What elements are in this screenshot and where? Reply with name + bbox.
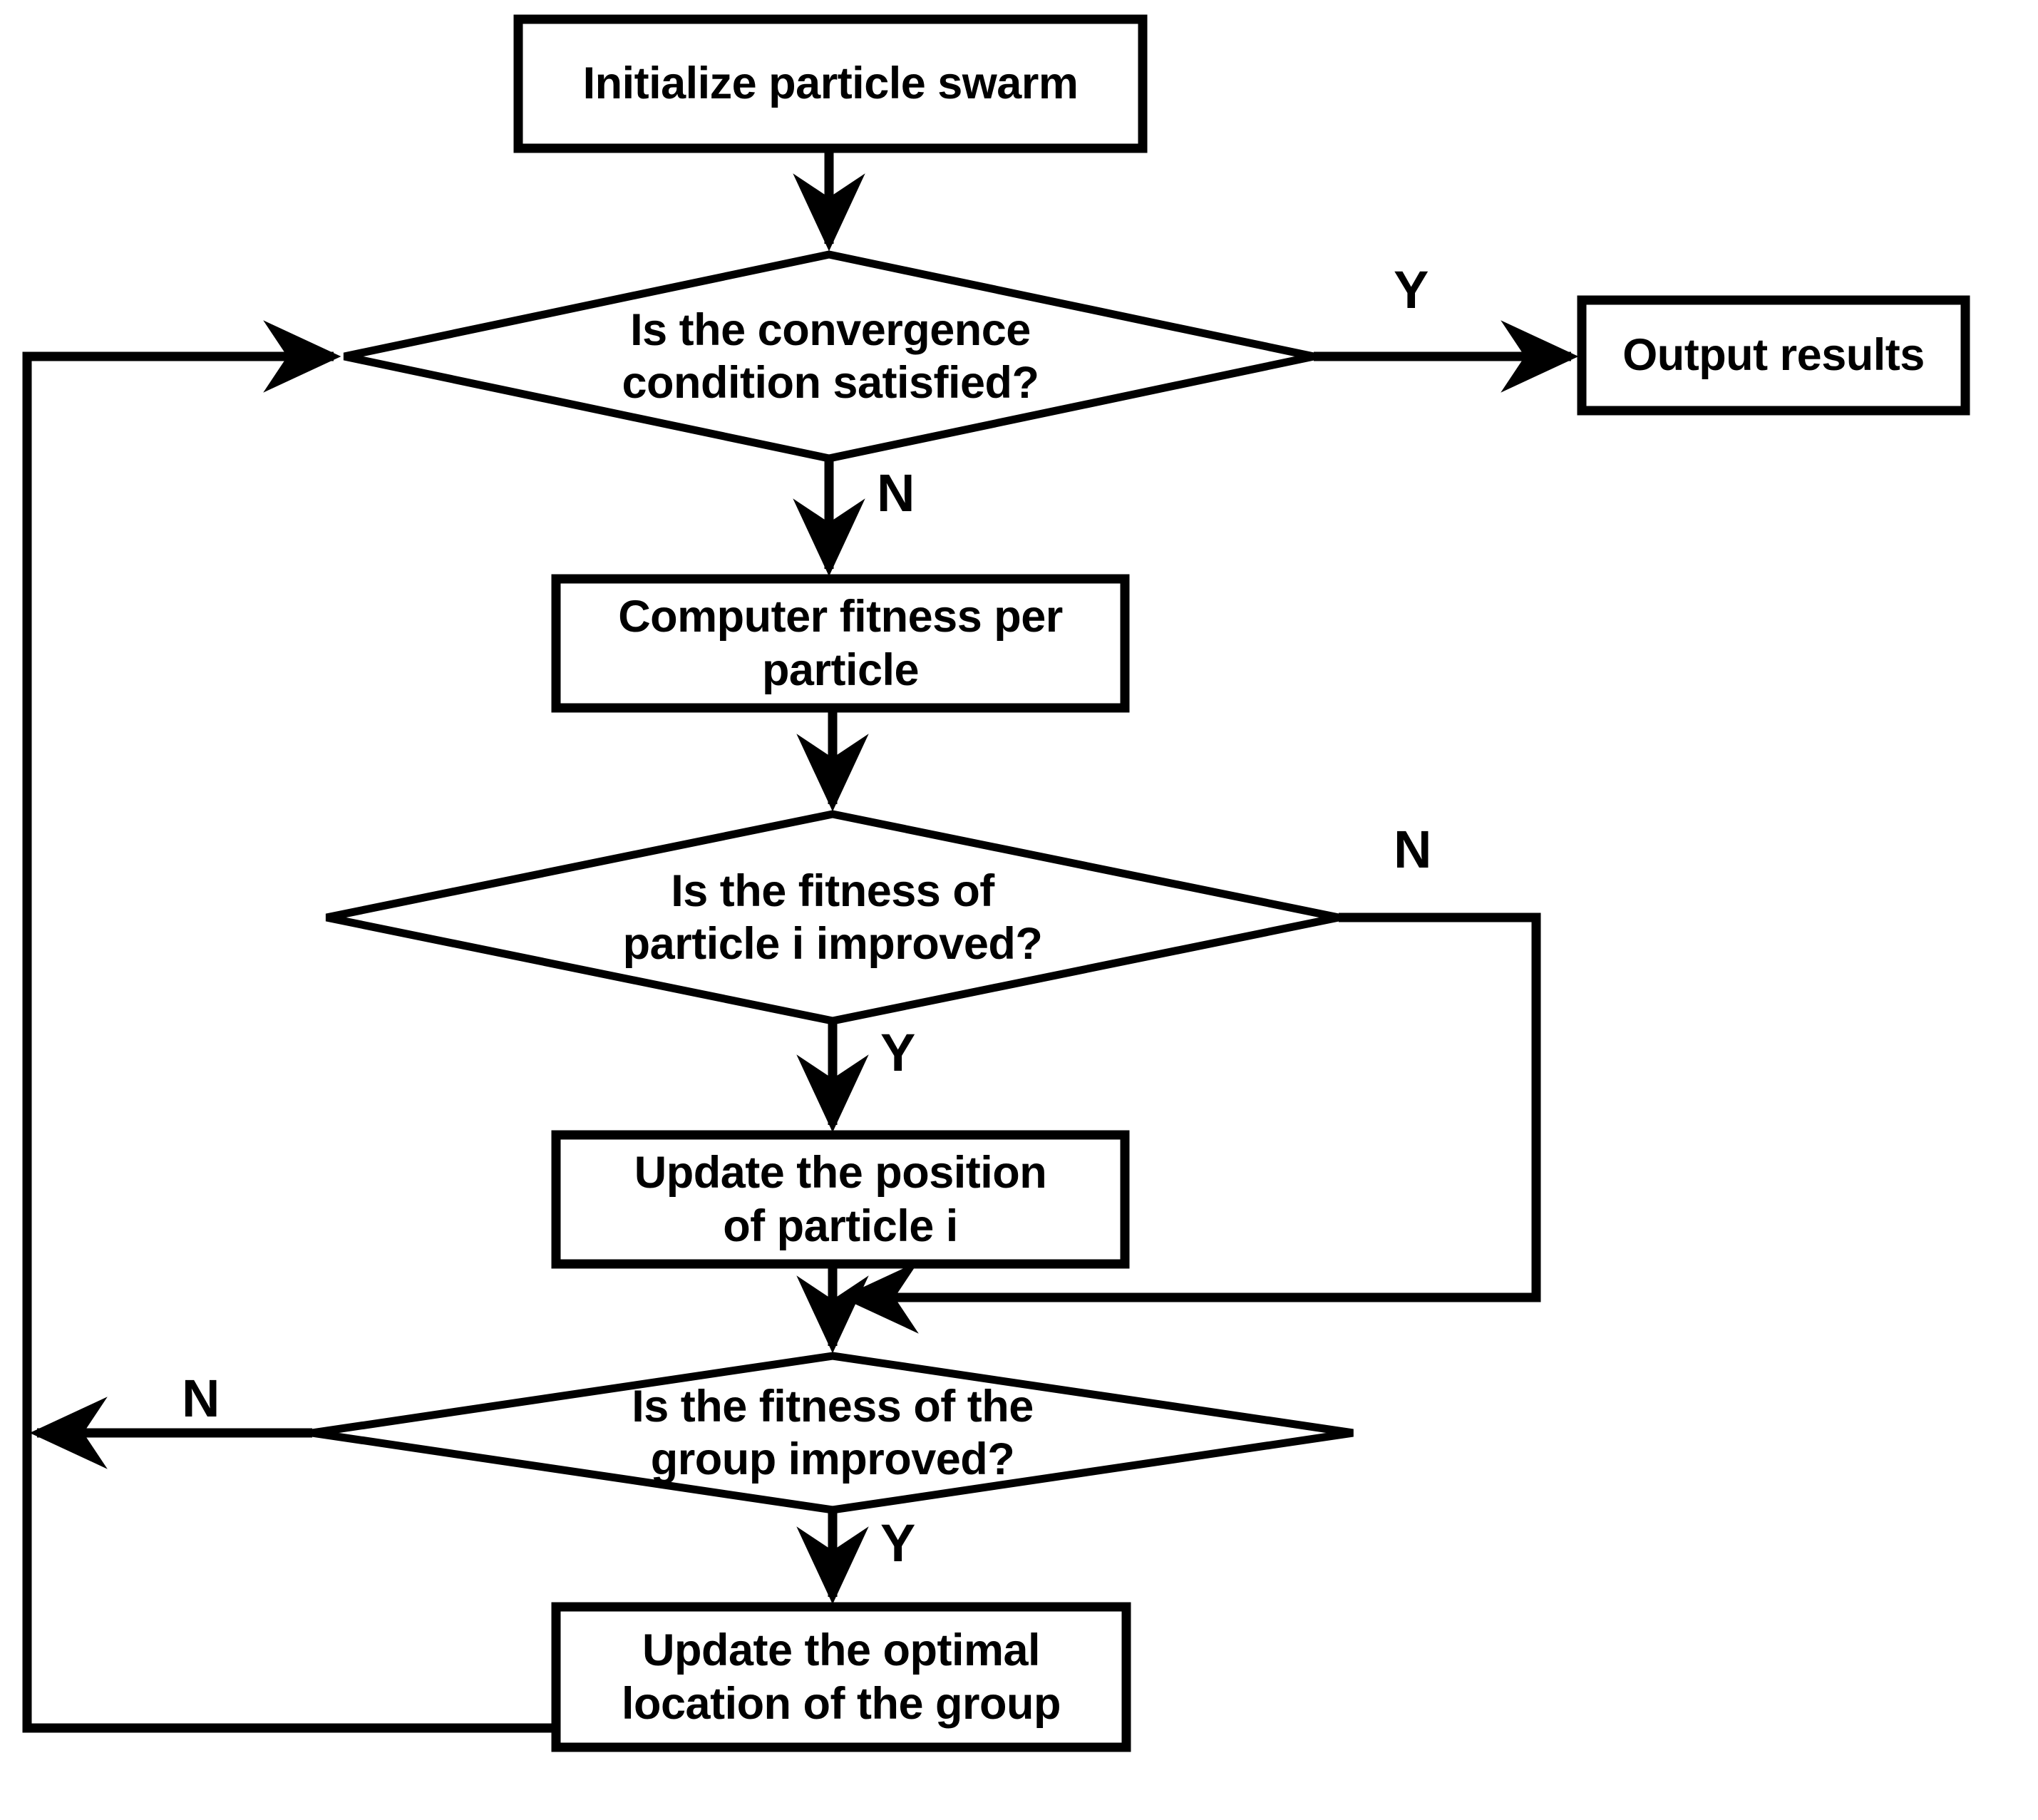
node-computer-fitness-shape bbox=[551, 574, 1130, 713]
edge-update-optimal-return-loop bbox=[22, 320, 556, 1733]
edge-label-convergence-yes: Y bbox=[1394, 260, 1429, 319]
edge-label-particle-no: N bbox=[1394, 820, 1432, 879]
edge-label-convergence-no: N bbox=[877, 463, 915, 523]
edge-particle-no-loop bbox=[840, 912, 1541, 1334]
edge-label-particle-yes: Y bbox=[880, 1023, 916, 1082]
node-convergence-decision-shape bbox=[343, 250, 1315, 463]
node-particle-fitness-decision-shape bbox=[325, 810, 1340, 1025]
node-initialize-particle-swarm-shape bbox=[513, 14, 1148, 153]
edge-label-group-yes: Y bbox=[880, 1513, 916, 1573]
node-output-results-shape bbox=[1577, 295, 1970, 416]
node-update-optimal-location-shape bbox=[551, 1602, 1131, 1752]
edge-label-group-no: N bbox=[182, 1369, 220, 1428]
node-update-position-shape bbox=[551, 1130, 1130, 1269]
node-group-fitness-decision-shape bbox=[312, 1352, 1354, 1514]
